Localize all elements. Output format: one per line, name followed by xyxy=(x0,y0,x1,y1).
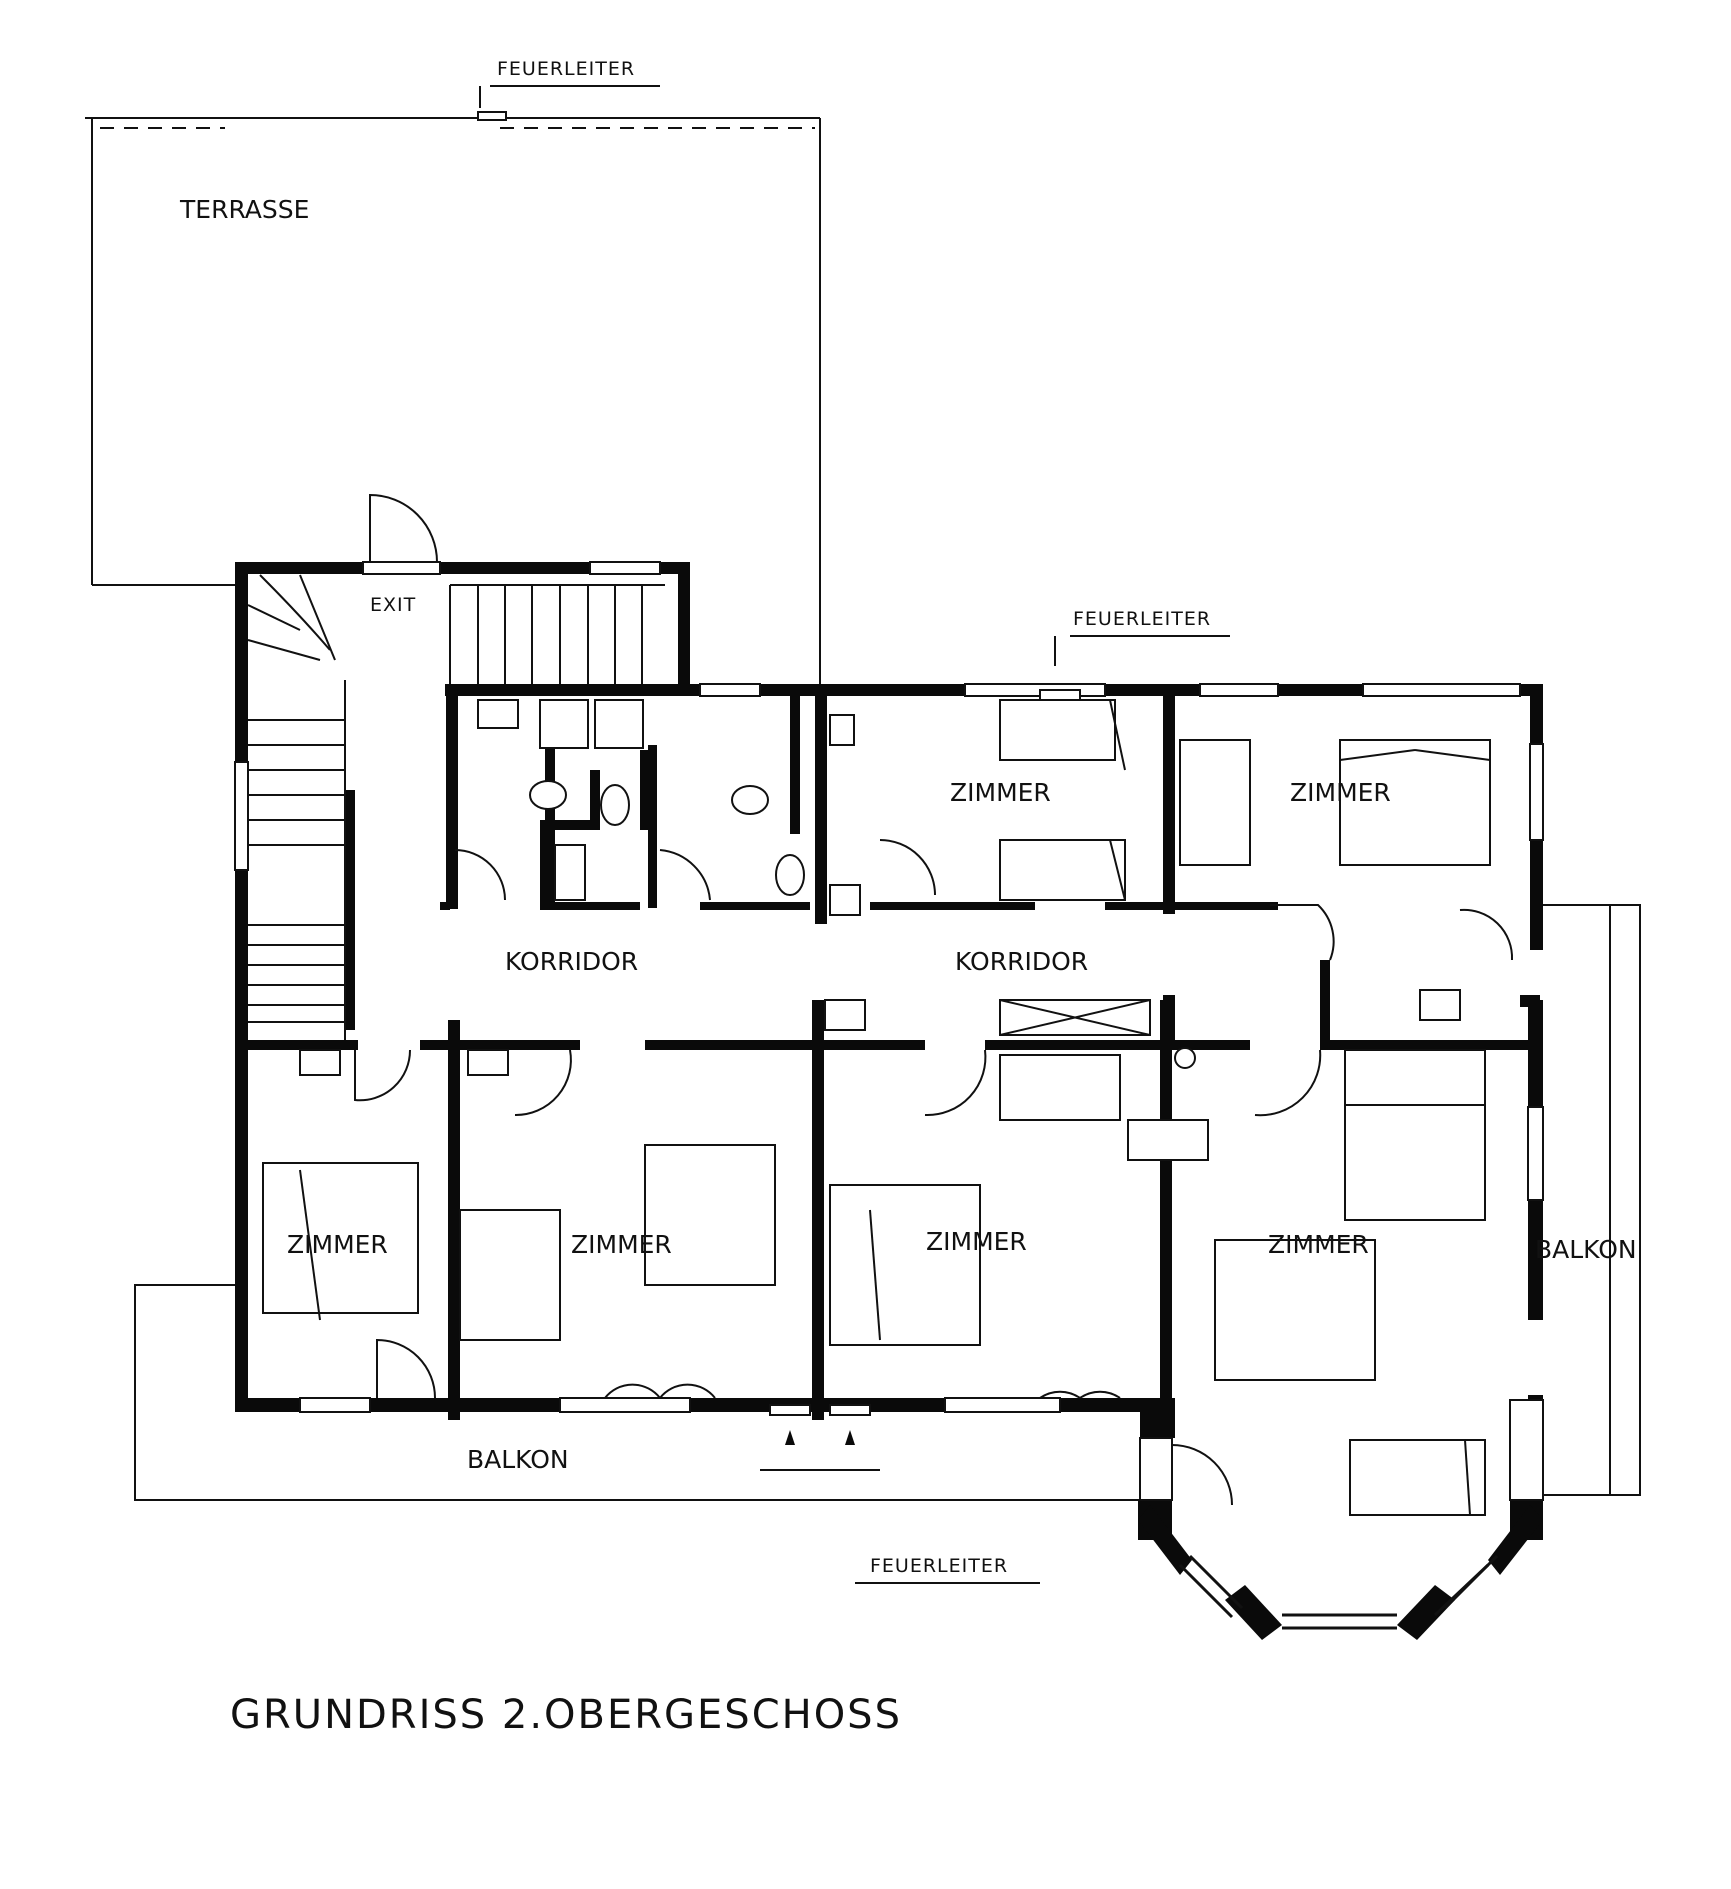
fire-ladder-mount-mid xyxy=(1039,689,1081,701)
corridor-label-east: KORRIDOR xyxy=(955,947,1088,976)
exit-label: EXIT xyxy=(370,594,416,616)
label-leaders xyxy=(479,85,1230,1584)
labels: FEUERLEITER TERRASSE EXIT FEUERLEITER ZI… xyxy=(179,58,1637,1738)
fire-ladder-mount-top xyxy=(477,111,507,121)
walls xyxy=(235,562,1543,1640)
sink-icon xyxy=(477,699,519,729)
toilet-icon-3 xyxy=(731,785,769,815)
bathtub-icon xyxy=(775,854,805,896)
toilet-cubicle-fixture xyxy=(554,844,586,901)
doors xyxy=(354,493,1514,1506)
room-label-4: ZIMMER xyxy=(571,1230,672,1259)
room-label-2: ZIMMER xyxy=(1290,778,1391,807)
terrace-label: TERRASSE xyxy=(179,195,309,224)
washbasin-icon-3 xyxy=(1419,989,1461,1021)
fire-ladder-label-mid: FEUERLEITER xyxy=(1073,608,1211,630)
corridor-label-west: KORRIDOR xyxy=(505,947,638,976)
room-label-1: ZIMMER xyxy=(950,778,1051,807)
windows xyxy=(234,561,1544,1630)
washbasin-icon-4 xyxy=(1127,1119,1209,1161)
toilet-icon xyxy=(529,780,567,810)
balcony-label-east: BALKON xyxy=(1535,1235,1637,1264)
room-label-3: ZIMMER xyxy=(287,1230,388,1259)
terrace-outline xyxy=(85,111,821,690)
room-label-5: ZIMMER xyxy=(926,1227,1027,1256)
washbasin-icon xyxy=(829,714,855,746)
fire-ladder-label-top: FEUERLEITER xyxy=(497,58,635,80)
shower-tray-icon xyxy=(539,699,589,749)
stairs xyxy=(247,574,665,1040)
washbasin-icon-2 xyxy=(829,884,861,916)
washbasin-icon-6 xyxy=(467,1049,509,1076)
fire-ladder-label-bottom: FEUERLEITER xyxy=(870,1555,1008,1577)
shower-tray-icon-2 xyxy=(594,699,644,749)
room-label-6: ZIMMER xyxy=(1268,1230,1369,1259)
balcony-label-south: BALKON xyxy=(467,1445,569,1474)
bidet-icon xyxy=(1174,1047,1196,1069)
plan-title: GRUNDRISS 2.OBERGESCHOSS xyxy=(230,1692,902,1738)
sink-icon-2 xyxy=(824,999,866,1031)
balconies xyxy=(134,689,1641,1501)
washbasin-icon-5 xyxy=(299,1049,341,1076)
toilet-icon-2 xyxy=(600,784,630,826)
furniture xyxy=(262,699,1491,1516)
